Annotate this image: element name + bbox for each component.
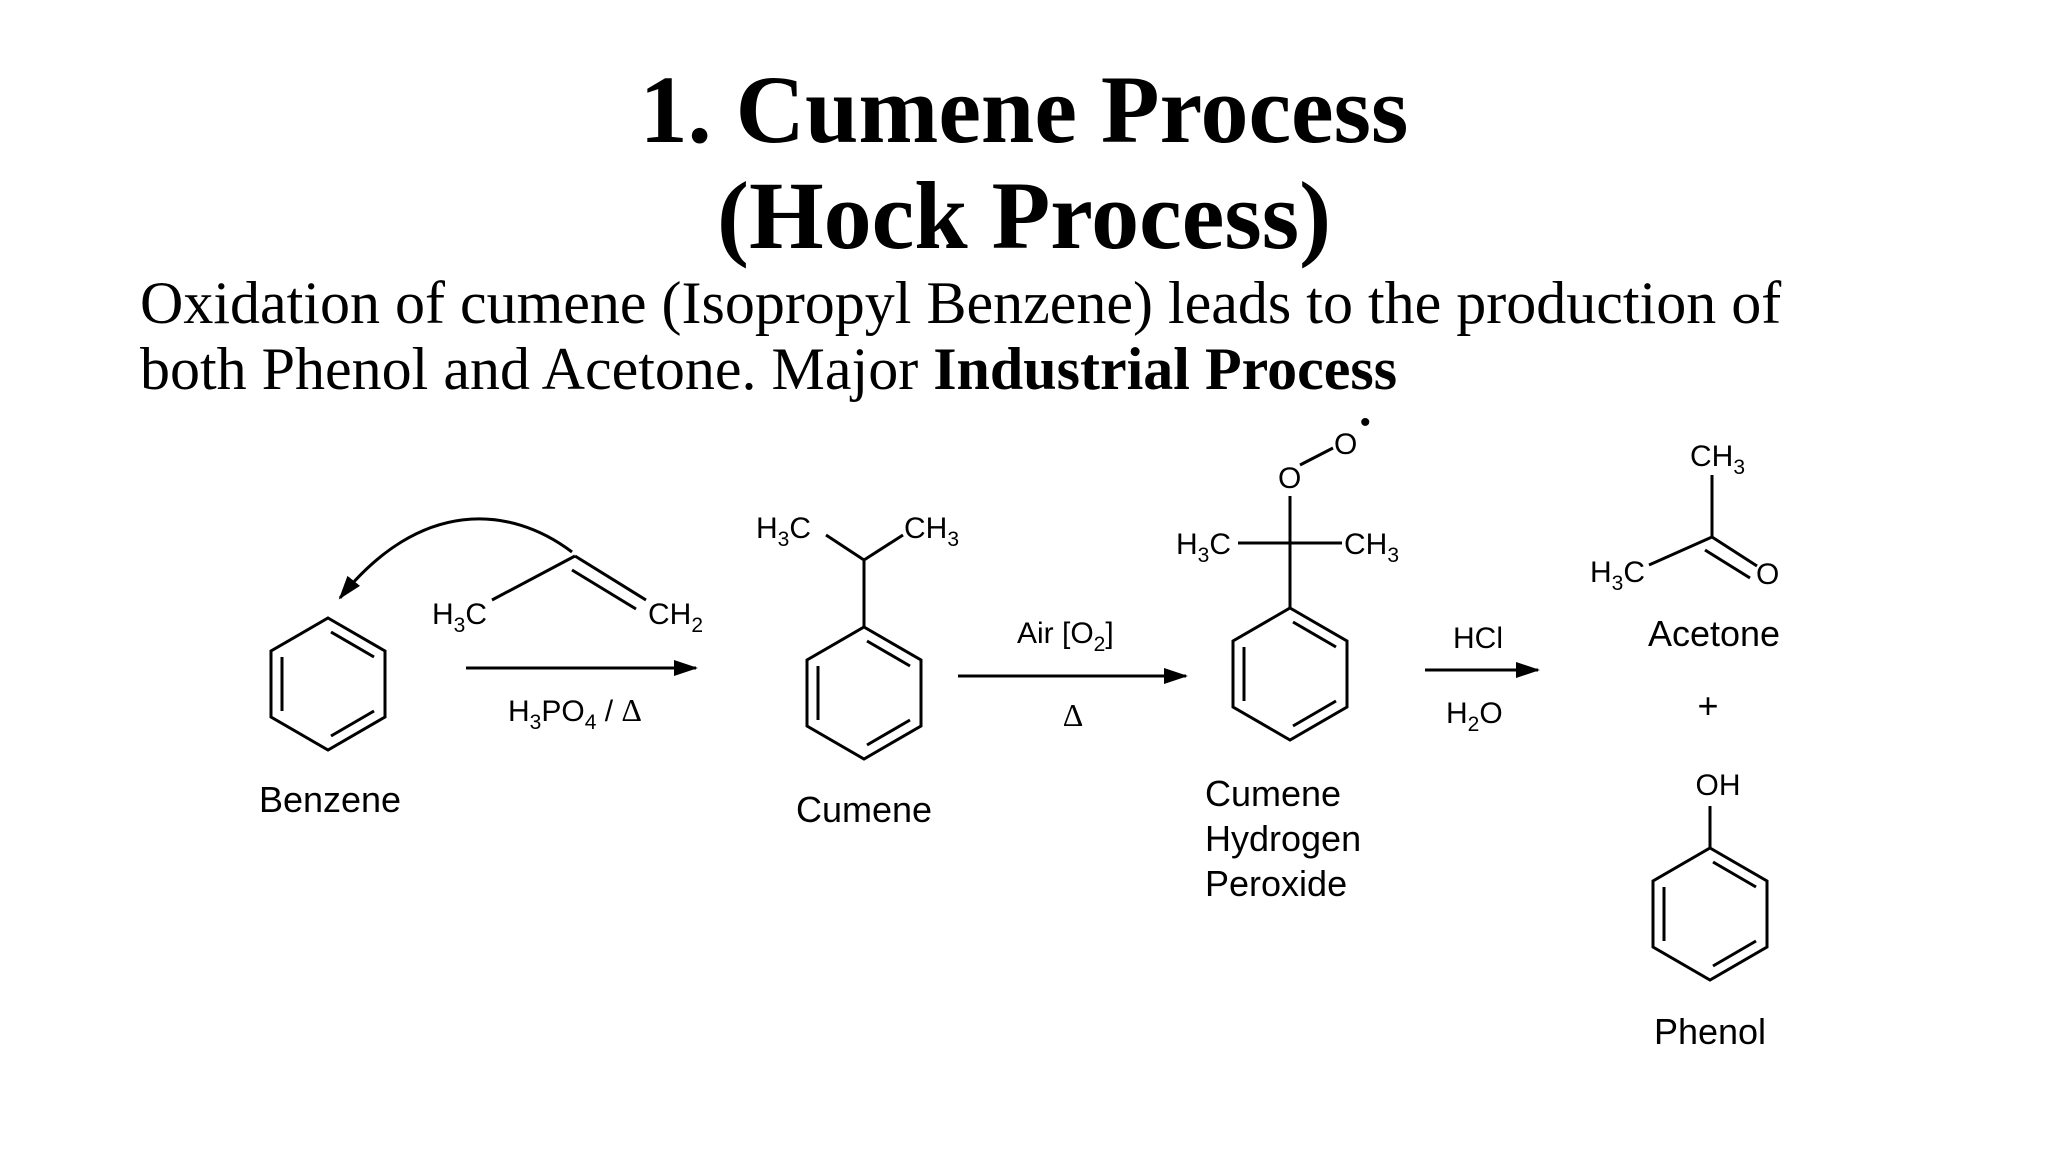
step2-reagent: Air [O2] (1017, 617, 1114, 656)
description-line-2: both Phenol and Acetone. Major Industria… (140, 336, 2000, 402)
radical-dot: • (1360, 406, 1371, 439)
step2-heat: Δ (1063, 697, 1084, 733)
hydroperoxide-label-1: Cumene (1205, 773, 1341, 814)
propene-methylene-label: CH2 (648, 598, 703, 637)
hydroperoxide-label-3: Peroxide (1205, 863, 1347, 904)
step1-reagent: H3PO4 / Δ (508, 692, 642, 734)
hydroperoxide-label-2: Hydrogen (1205, 818, 1361, 859)
cumene-label: Cumene (796, 789, 932, 830)
acetone-methyl-left: H3C (1590, 556, 1645, 595)
curved-attack-arrow (338, 517, 573, 600)
phenol-hydroxyl: OH (1696, 769, 1741, 802)
cumene-methyl-left: H3C (756, 512, 811, 551)
step3-water: H2O (1446, 697, 1503, 736)
description-bold: Industrial Process (933, 336, 1398, 402)
cumene-structure: H3C CH3 (756, 512, 959, 761)
hydroperoxide-methyl-right: CH3 (1344, 528, 1399, 567)
propene-methyl-label: H3C (432, 598, 487, 637)
hydroperoxide-structure: O O • H3C CH3 (1176, 406, 1399, 742)
title-line-1: 1. Cumene Process (639, 56, 1409, 163)
cumene-methyl-right: CH3 (904, 512, 959, 551)
plus-sign: + (1697, 685, 1718, 726)
description-line-1: Oxidation of cumene (Isopropyl Benzene) … (140, 270, 1782, 336)
acetone-oxygen: O (1756, 558, 1779, 591)
peroxide-oxygen-2: O (1334, 428, 1357, 461)
title-line-2: (Hock Process) (716, 162, 1332, 269)
acetone-methyl-top: CH3 (1690, 440, 1745, 479)
acetone-structure: CH3 H3C O (1590, 440, 1779, 595)
propene-structure: H3C CH2 (432, 554, 703, 637)
phenol-structure: OH (1651, 769, 1769, 982)
step3-acid: HCl (1453, 622, 1503, 655)
hydroperoxide-methyl-left: H3C (1176, 528, 1231, 567)
description-plain: both Phenol and Acetone. Major (140, 336, 934, 402)
peroxide-oxygen-1: O (1278, 462, 1301, 495)
benzene-label: Benzene (259, 779, 401, 820)
phenol-label: Phenol (1654, 1011, 1766, 1052)
acetone-label: Acetone (1648, 613, 1780, 654)
benzene-structure (269, 616, 387, 752)
